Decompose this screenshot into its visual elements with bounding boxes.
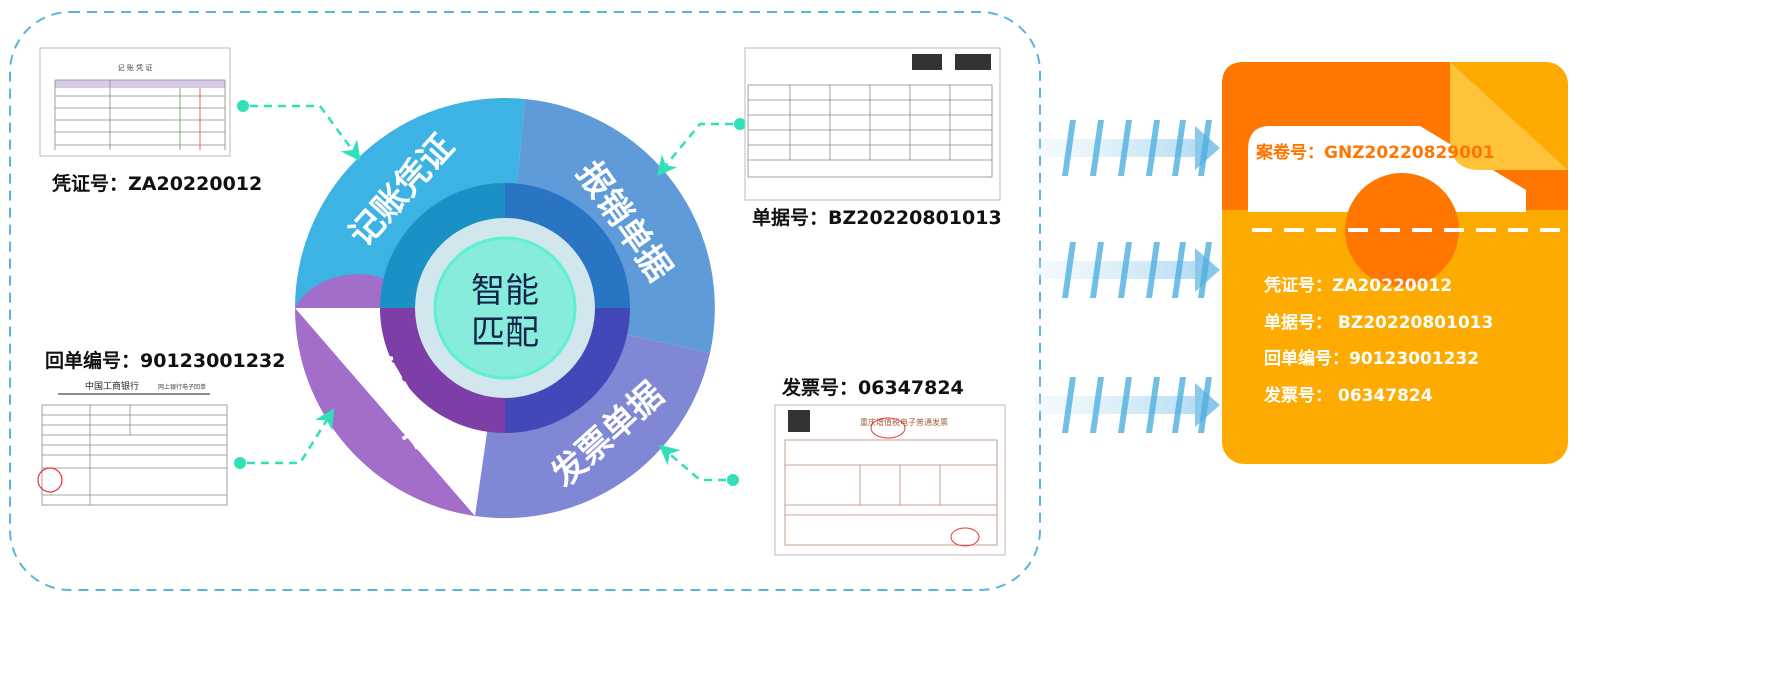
archive-folder: 案卷号：GNZ20220829001 凭证号：ZA20220012 单据号： B… [1222,62,1568,464]
flow-arrows [1035,120,1220,433]
svg-text:记 账 凭 证: 记 账 凭 证 [118,63,153,72]
dashed-group-border [9,11,1041,591]
archive-item-voucher: 凭证号：ZA20220012 [1263,275,1452,296]
matching-wheel: 智能 匹配 记账凭证 报销单据 发票单据 银行回单 [294,98,715,519]
expense-document-image [744,47,1001,201]
connectors [234,100,746,486]
svg-text:中国工商银行: 中国工商银行 [85,380,139,392]
archive-item-expense: 单据号： BZ20220801013 [1264,312,1493,333]
bank-caption: 回单编号：90123001232 [45,349,285,372]
bank-receipt-image: 中国工商银行 网上银行电子回单 [37,380,228,506]
svg-text:网上银行电子回单: 网上银行电子回单 [158,383,206,391]
voucher-document-image: 记 账 凭 证 [39,47,231,157]
center-text-line1: 智能 [471,271,539,311]
svg-text:重庆增值税电子普通发票: 重庆增值税电子普通发票 [860,417,948,427]
center-text-line2: 匹配 [471,313,539,353]
archive-item-invoice: 发票号： 06347824 [1263,385,1433,406]
voucher-caption: 凭证号：ZA20220012 [51,172,262,195]
center-core [433,236,577,380]
invoice-caption: 发票号：06347824 [781,376,964,399]
expense-caption: 单据号：BZ20220801013 [752,206,1002,229]
segment-bank [294,308,475,516]
invoice-image: 重庆增值税电子普通发票 [774,404,1006,556]
folder-seal [1345,173,1459,287]
archive-item-bank: 回单编号：90123001232 [1264,348,1479,369]
case-number: 案卷号：GNZ20220829001 [1255,142,1495,163]
